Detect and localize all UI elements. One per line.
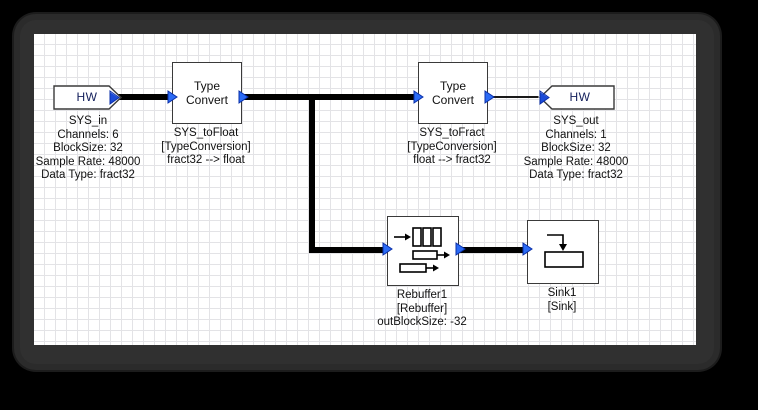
tofract-input-port[interactable] (414, 91, 423, 103)
tofract-label-line1: Type (439, 79, 466, 93)
wire-sysin-to-tofloat[interactable] (115, 94, 170, 100)
tofloat-label-line1: Type (193, 79, 220, 93)
tofloat-name: SYS_toFloat (173, 127, 239, 139)
sys-in-port-outline-icon (109, 90, 120, 105)
diagram-canvas[interactable]: HW SYS_in Channels: 6 BlockSize: 32 Samp… (34, 34, 696, 345)
rebuffer-input-port[interactable] (383, 243, 392, 255)
rebuffer1-name: Rebuffer1 (396, 289, 448, 301)
block-rebuffer1[interactable] (387, 216, 459, 286)
block-sys-out[interactable]: HW (538, 85, 615, 110)
tofloat-conversion: fract32 --> float (167, 154, 245, 166)
sys-out-caption: SYS_out Channels: 1 BlockSize: 32 Sample… (506, 115, 646, 183)
sys-tofract-caption: SYS_toFract [TypeConversion] float --> f… (386, 127, 518, 168)
sys-in-samplerate: Sample Rate: 48000 (35, 155, 141, 168)
sys-in-output-port[interactable] (110, 91, 119, 104)
sys-out-port-outline-icon (539, 90, 550, 105)
rebuffer-output-port[interactable] (456, 243, 465, 255)
sys-out-blocksize: BlockSize: 32 (541, 142, 611, 154)
tofract-label-line2: Convert (431, 93, 475, 107)
rebuffer1-type: [Rebuffer] (396, 302, 448, 315)
wire-tofract-to-sysout[interactable] (486, 96, 544, 98)
sys-in-blocksize: BlockSize: 32 (53, 142, 123, 154)
wire-tofloat-to-tofract[interactable] (240, 94, 417, 100)
sink1-input-port[interactable] (523, 243, 532, 255)
tofract-input-port-outline-icon (413, 90, 424, 104)
sys-in-caption: SYS_in Channels: 6 BlockSize: 32 Sample … (34, 115, 148, 183)
rebuffer-input-port-outline-icon (382, 242, 393, 256)
sink1-name: Sink1 (547, 287, 577, 299)
sys-out-datatype: Data Type: fract32 (529, 169, 623, 181)
sys-in-datatype: Data Type: fract32 (41, 169, 135, 181)
sink1-caption: Sink1 [Sink] (492, 287, 632, 314)
sys-out-hw-label: HW (569, 90, 591, 104)
wire-rebuffer-to-sink[interactable] (457, 247, 537, 253)
tofract-output-port-outline-icon (484, 90, 495, 104)
tofloat-output-port[interactable] (239, 91, 248, 103)
block-sys-in[interactable]: HW (53, 85, 123, 110)
sys-in-name: SYS_in (68, 115, 108, 127)
rebuffer1-param: outBlockSize: -32 (377, 316, 467, 328)
tofloat-input-port[interactable] (168, 91, 177, 103)
sys-out-name: SYS_out (553, 115, 599, 127)
tofract-conversion: float --> fract32 (413, 154, 491, 166)
sys-in-hw-label: HW (76, 90, 98, 104)
sys-tofloat-caption: SYS_toFloat [TypeConversion] fract32 -->… (140, 127, 272, 168)
block-sys-tofract[interactable]: Type Convert (418, 62, 488, 124)
sys-out-channels: Channels: 1 (545, 128, 607, 141)
sys-in-channels: Channels: 6 (57, 128, 119, 141)
sink1-type: [Sink] (547, 300, 577, 313)
tofloat-type: [TypeConversion] (161, 140, 251, 153)
rebuffer-icon (394, 227, 450, 273)
tofract-name: SYS_toFract (419, 127, 485, 139)
wire-branch-vertical[interactable] (309, 94, 315, 253)
tofloat-label-line2: Convert (185, 93, 229, 107)
block-sink1[interactable] (527, 220, 599, 284)
tofloat-output-port-outline-icon (238, 90, 249, 104)
tofract-type: [TypeConversion] (407, 140, 497, 153)
tofract-output-port[interactable] (485, 91, 494, 103)
sink1-input-port-outline-icon (522, 242, 533, 256)
sink-icon (544, 234, 584, 268)
block-sys-tofloat[interactable]: Type Convert (172, 62, 242, 124)
sys-out-input-port[interactable] (540, 91, 549, 104)
rebuffer-output-port-outline-icon (455, 242, 466, 256)
sys-out-samplerate: Sample Rate: 48000 (523, 155, 629, 168)
rebuffer1-caption: Rebuffer1 [Rebuffer] outBlockSize: -32 (352, 289, 492, 330)
wire-branch-to-rebuffer[interactable] (309, 247, 385, 253)
tofloat-input-port-outline-icon (167, 90, 178, 104)
sys-out-body[interactable]: HW (538, 85, 614, 109)
